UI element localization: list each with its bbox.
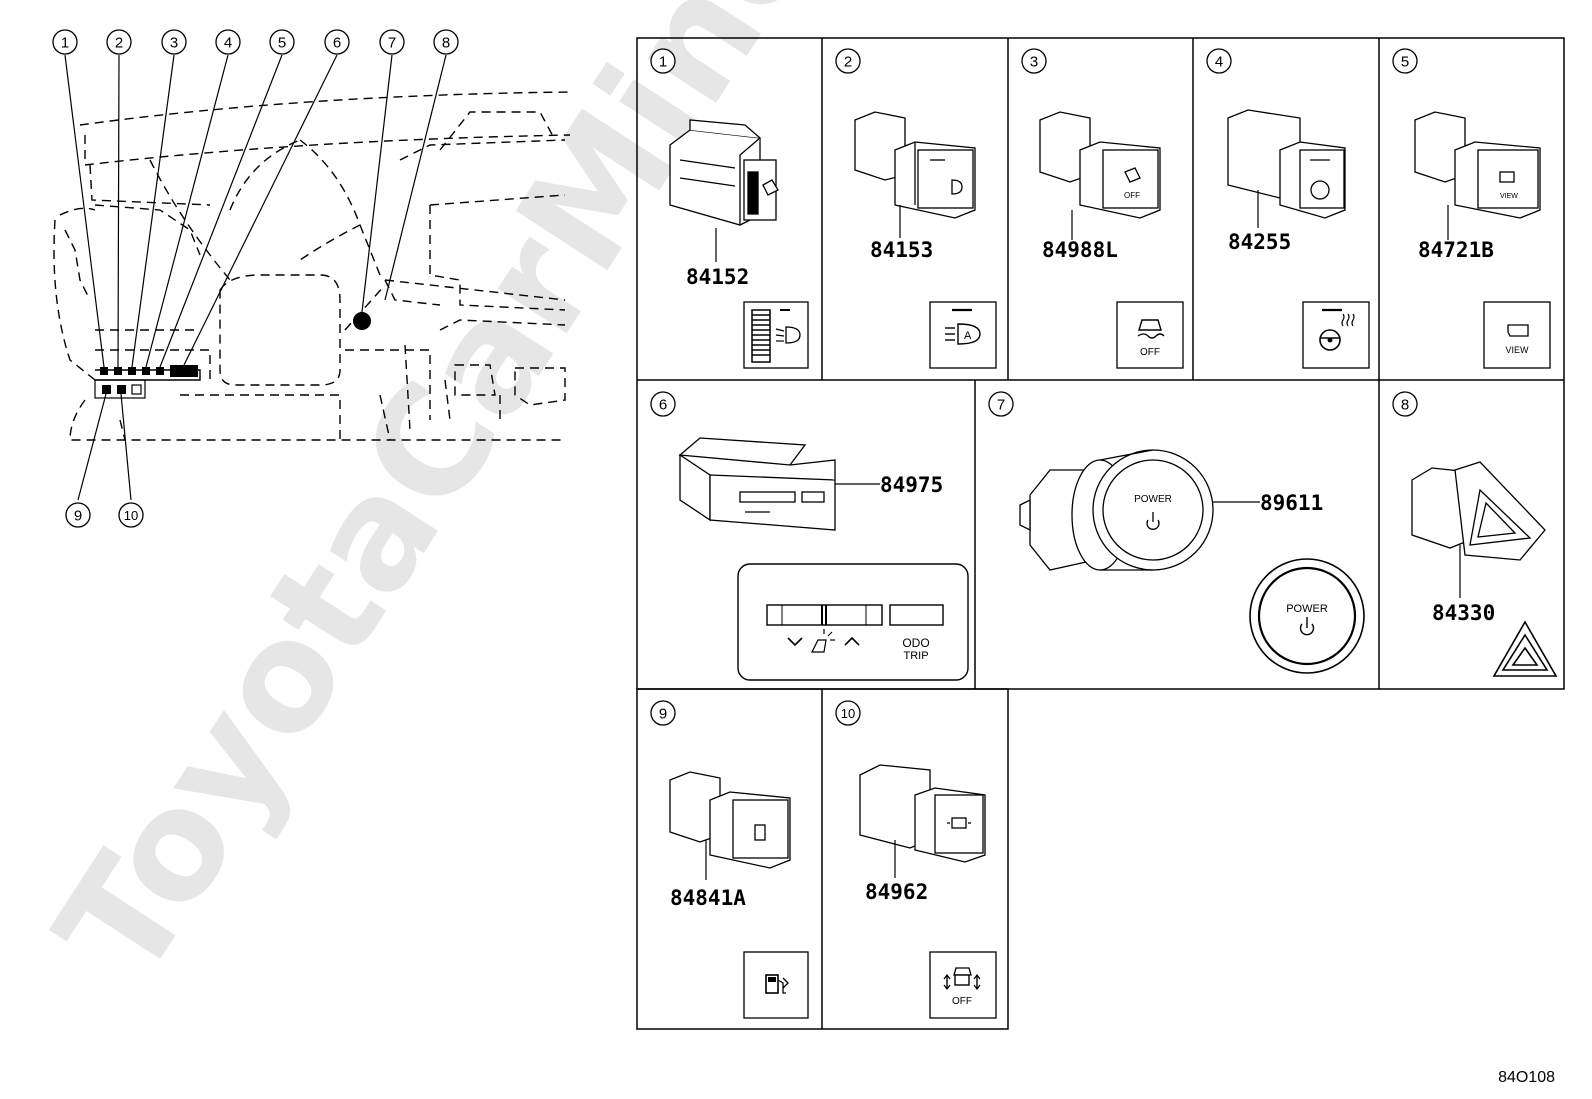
panel-2: 2 84153 A <box>835 48 997 369</box>
part-number: 84841A <box>670 886 746 910</box>
heated-steering-icon <box>1302 301 1370 369</box>
svg-text:VIEW: VIEW <box>1505 345 1529 355</box>
switch-84153-drawing <box>854 111 976 219</box>
illumination-icon <box>811 629 835 653</box>
svg-text:A: A <box>964 330 972 342</box>
overview-callout-4: 4 <box>215 29 241 55</box>
svg-text:10: 10 <box>124 508 138 523</box>
switch-84962-drawing <box>859 764 986 863</box>
overview-leader-lines <box>64 54 447 501</box>
panel-number: 8 <box>1401 397 1409 414</box>
power-icon: POWER <box>1249 558 1365 674</box>
parts-grid <box>636 37 1565 1030</box>
svg-text:5: 5 <box>278 35 286 52</box>
panel-10: 10 84962 OFF <box>835 700 997 1019</box>
part-number: 89611 <box>1260 491 1323 515</box>
overview-callout-5: 5 <box>269 29 295 55</box>
overview-switch-markers <box>100 312 371 395</box>
camera-view-icon: VIEW <box>1483 301 1551 369</box>
overview-callout-8: 8 <box>433 29 459 55</box>
watermark: ToyotaCarMine.ru <box>24 0 982 1010</box>
panel-9: 9 84841A <box>650 700 809 1019</box>
chevron-down-icon <box>787 637 803 647</box>
part-number: 84975 <box>880 473 943 497</box>
panel-number: 1 <box>659 54 667 71</box>
part-number: 84152 <box>686 265 749 289</box>
panel-number: 2 <box>844 54 852 71</box>
switch-89611-drawing: POWER <box>1019 449 1214 571</box>
svg-text:POWER: POWER <box>1286 603 1328 615</box>
svg-text:POWER: POWER <box>1134 494 1172 505</box>
dashboard-overview <box>53 91 571 441</box>
panel-7: 7 POWER 89611 POWER <box>988 391 1365 674</box>
odo-trip-switch-panel: ODO TRIP <box>737 563 969 681</box>
headlamp-auto-icon: A <box>929 301 997 369</box>
overview-callouts: 1 2 3 4 5 6 7 8 9 10 <box>52 29 459 528</box>
trip-label: TRIP <box>903 650 928 662</box>
overview-callout-2: 2 <box>106 29 132 55</box>
switch-84975-drawing <box>678 437 836 531</box>
panel-number: 3 <box>1030 54 1038 71</box>
svg-text:7: 7 <box>388 35 396 52</box>
switch-84841A-drawing <box>669 771 791 869</box>
panel-number: 5 <box>1401 54 1409 71</box>
panel-number: 4 <box>1215 54 1223 71</box>
switch-84152-drawing <box>669 119 779 226</box>
svg-text:1: 1 <box>61 35 69 52</box>
traction-off-icon: OFF <box>1116 301 1184 369</box>
panel-number: 9 <box>659 706 667 723</box>
part-number: 84721B <box>1418 238 1494 262</box>
switch-84721B-drawing: VIEW <box>1414 111 1541 219</box>
overview-callout-10: 10 <box>118 502 144 528</box>
svg-text:3: 3 <box>170 35 178 52</box>
panel-number: 6 <box>659 397 667 414</box>
svg-text:9: 9 <box>74 508 82 525</box>
panel-8: 8 84330 <box>1392 391 1558 677</box>
svg-text:OFF: OFF <box>1124 191 1140 200</box>
overview-callout-3: 3 <box>161 29 187 55</box>
dimmer-icon <box>743 301 809 369</box>
switch-84330-drawing <box>1411 461 1546 561</box>
svg-text:4: 4 <box>224 35 232 52</box>
part-number: 84988L <box>1042 238 1118 262</box>
diagram-code: 84O108 <box>1498 1069 1555 1086</box>
panel-number: 7 <box>997 397 1005 414</box>
switch-84988L-drawing: OFF <box>1039 111 1161 219</box>
fuel-door-icon <box>743 951 809 1019</box>
svg-text:OFF: OFF <box>952 996 972 1007</box>
switch-84255-drawing <box>1227 109 1346 219</box>
part-number: 84962 <box>865 880 928 904</box>
panel-3: 3 OFF 84988L OFF <box>1021 48 1184 369</box>
chevron-up-icon <box>844 636 860 646</box>
overview-callout-6: 6 <box>324 29 350 55</box>
overview-callout-7: 7 <box>379 29 405 55</box>
svg-text:OFF: OFF <box>1140 347 1160 358</box>
panel-6: 6 84975 ODO TRIP <box>650 391 969 681</box>
overview-callout-9: 9 <box>65 502 91 528</box>
hazard-icon <box>1492 620 1558 677</box>
panel-4: 4 84255 <box>1206 48 1370 369</box>
odo-label: ODO <box>902 636 929 650</box>
part-number: 84255 <box>1228 230 1291 254</box>
panel-1: 1 84152 <box>650 48 809 369</box>
panel-5: 5 VIEW 84721B VIEW <box>1392 48 1551 369</box>
panel-number: 10 <box>841 706 855 721</box>
part-number: 84153 <box>870 238 933 262</box>
svg-text:8: 8 <box>442 35 450 52</box>
suspension-off-icon: OFF <box>929 951 997 1019</box>
svg-text:6: 6 <box>333 35 341 52</box>
svg-text:2: 2 <box>115 35 123 52</box>
svg-text:VIEW: VIEW <box>1500 193 1518 200</box>
part-number: 84330 <box>1432 601 1495 625</box>
overview-callout-1: 1 <box>52 29 78 55</box>
